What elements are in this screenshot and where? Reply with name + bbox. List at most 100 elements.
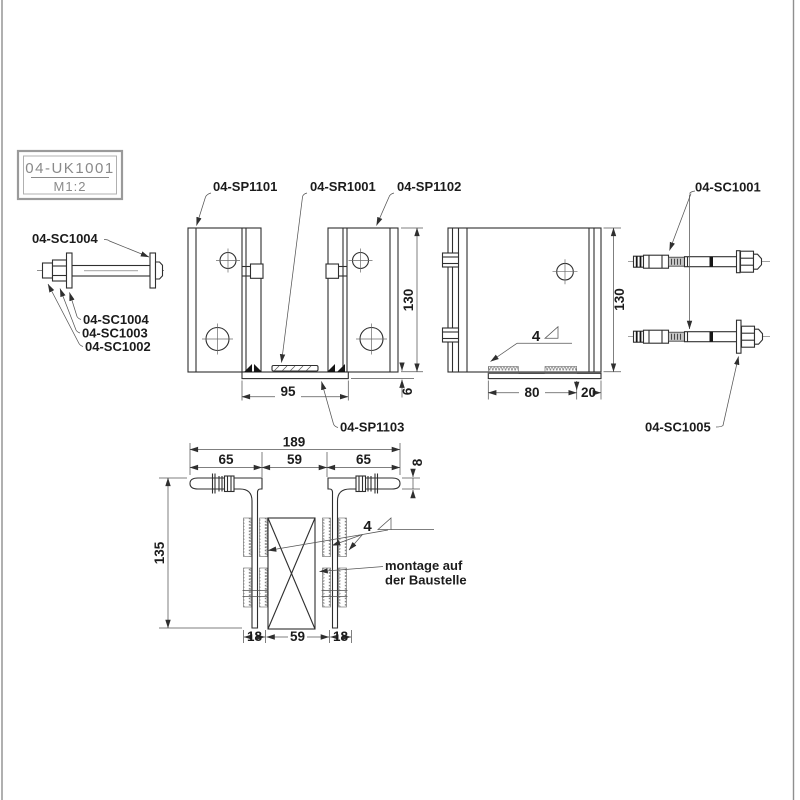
dim-plan-flange-thickness: 8 [402, 458, 425, 499]
side-flange-bolt-lower [441, 327, 460, 343]
svg-text:80: 80 [524, 385, 539, 400]
label-plate-right: 04-SP1102 [397, 179, 461, 194]
note-line-1: montage auf [385, 558, 463, 573]
bolt-head [41, 262, 54, 279]
side-weld-symbol: 4 [490, 325, 572, 362]
plan-flange-bolt-right [355, 473, 379, 494]
svg-text:95: 95 [280, 384, 296, 399]
plan-rod-crossed-box [267, 517, 316, 630]
front-flange-bolt-left [242, 263, 264, 279]
plan-left-angle [189, 477, 263, 629]
side-view: 4 80 20 130 [441, 227, 627, 400]
leader-bolt-screw [47, 283, 84, 347]
anchor-lower [628, 319, 770, 354]
bolt-assembly-view: 04-SC1004 04-SC1004 04-SC1003 04-SC1002 [32, 231, 164, 354]
plan-right-angle [327, 477, 401, 629]
plan-weld-symbol: 4 [267, 517, 434, 552]
svg-text:6: 6 [400, 387, 415, 395]
leader-anchor-upper [669, 193, 692, 251]
anchor-marking [668, 331, 685, 342]
bolt-nut [51, 259, 68, 282]
front-right-plate [327, 227, 399, 373]
front-base-plate [241, 371, 349, 380]
svg-text:130: 130 [401, 289, 416, 312]
dim-plan-bottom-segments: 18 59 18 [243, 629, 352, 644]
site-assembly-note: montage auf der Baustelle [319, 558, 467, 588]
svg-text:8: 8 [410, 458, 425, 466]
svg-text:65: 65 [356, 452, 372, 467]
plan-flange-bolt-left [211, 473, 235, 494]
front-flange-bolt-right [325, 263, 347, 279]
note-line-2: der Baustelle [385, 573, 467, 588]
leader-anchor-washer [715, 356, 740, 428]
label-bolt-washer: 04-SC1004 [83, 312, 150, 327]
side-flange-bolt-upper [441, 252, 460, 268]
svg-text:4: 4 [532, 328, 541, 345]
leader-bolt-nut [59, 288, 81, 334]
side-plate [447, 227, 602, 373]
leader-bolt-washer [69, 292, 82, 320]
front-left-plate [187, 227, 262, 373]
dim-plan-segments: 65 59 65 [189, 452, 401, 477]
anchor-upper-tip [752, 253, 763, 270]
plan-leg-bolt-ticks [242, 590, 348, 597]
label-bolt-nut: 04-SC1003 [82, 326, 148, 341]
anchor-upper-nut [739, 250, 755, 273]
bolt-thread-end [154, 261, 164, 280]
front-rod [271, 364, 319, 372]
plan-weld-seams [243, 517, 347, 608]
leader-rod [279, 192, 308, 363]
dim-side-height: 130 [603, 227, 627, 373]
leader-plate-left [196, 192, 212, 226]
label-bolt-screw: 04-SC1002 [85, 339, 151, 354]
dim-side-weld-length: 80 [487, 380, 578, 400]
svg-text:59: 59 [287, 452, 302, 467]
svg-text:130: 130 [612, 288, 627, 311]
front-hole-large-left [202, 323, 233, 355]
leader-anchor-hook [689, 190, 696, 194]
svg-text:189: 189 [283, 435, 306, 450]
leader-base-plate [321, 381, 339, 428]
front-weld-fillets [244, 364, 345, 372]
front-hole-large-right [356, 323, 387, 355]
dim-front-width: 95 [241, 380, 349, 401]
svg-text:18: 18 [247, 629, 263, 644]
title-part-number: 04-UK1001 [25, 160, 114, 177]
label-rod: 04-SR1001 [310, 179, 376, 194]
dim-side-edge: 20 [574, 380, 602, 400]
anchor-lower-washer [735, 319, 742, 354]
bolt-washer-left [65, 252, 73, 289]
svg-text:4: 4 [363, 518, 372, 535]
svg-text:65: 65 [218, 452, 234, 467]
title-block: 04-UK1001 M1:2 [16, 149, 124, 201]
dim-base-thickness: 6 [351, 362, 415, 398]
front-hole-small-left [216, 248, 240, 273]
anchor-upper-washer [735, 250, 741, 274]
side-weld-bead-left [487, 366, 519, 374]
svg-text:59: 59 [290, 629, 305, 644]
dim-front-height: 130 [401, 227, 423, 373]
leader-bolt-washer-top [103, 239, 150, 258]
label-base-plate: 04-SP1103 [340, 420, 404, 435]
anchor-lower-nut [740, 325, 756, 348]
anchor-lower-tip [753, 328, 764, 345]
plan-view: 189 65 59 65 8 135 [152, 435, 467, 645]
side-hole [552, 259, 578, 285]
dim-plan-depth: 135 [152, 477, 242, 629]
svg-text:135: 135 [152, 541, 167, 564]
label-anchor: 04-SC1001 [695, 180, 761, 195]
label-plate-left: 04-SP1101 [213, 179, 277, 194]
leader-plate-right [376, 192, 395, 226]
anchor-bolts-view: 04-SC1001 04-SC1005 [628, 180, 770, 435]
label-anchor-washer: 04-SC1005 [645, 420, 711, 435]
label-bolt-washer-top: 04-SC1004 [32, 231, 99, 246]
leader-site-note [319, 566, 384, 574]
anchor-marking [668, 256, 685, 267]
svg-text:20: 20 [581, 385, 596, 400]
svg-text:18: 18 [333, 629, 349, 644]
side-weld-bead-right [544, 366, 578, 374]
side-base-plate [487, 372, 602, 380]
front-hole-small-right [348, 248, 373, 273]
